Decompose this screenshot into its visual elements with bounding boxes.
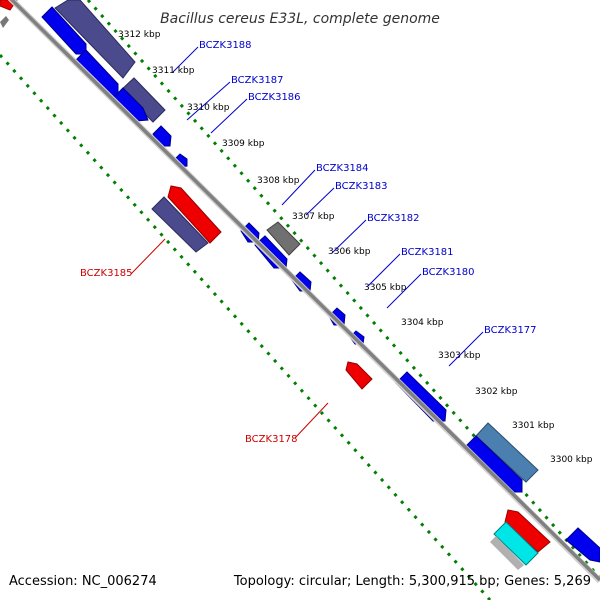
gene-feature[interactable]	[490, 536, 524, 570]
gene-label-bczk3188[interactable]: BCZK3188	[199, 40, 252, 51]
gene-feature[interactable]	[0, 16, 9, 28]
kbp-tick-label: 3308 kbp	[257, 176, 300, 186]
kbp-tick-label: 3309 kbp	[222, 139, 265, 149]
gene-feature[interactable]	[291, 271, 312, 292]
gene-label-bczk3181[interactable]: BCZK3181	[401, 247, 454, 258]
gene-feature[interactable]	[395, 371, 447, 422]
gene-callout-line	[448, 331, 484, 367]
genome-backbone	[9, 0, 600, 582]
gene-label-bczk3184[interactable]: BCZK3184	[316, 163, 369, 174]
gene-callout-line	[366, 253, 401, 288]
kbp-tick-label: 3304 kbp	[401, 318, 444, 328]
gene-feature[interactable]	[151, 196, 209, 253]
map-title: Bacillus cereus E33L, complete genome	[160, 11, 440, 27]
gene-label-bczk3180[interactable]: BCZK3180	[422, 267, 475, 278]
gene-label-bczk3177[interactable]: BCZK3177	[484, 325, 537, 336]
gene-label-bczk3186[interactable]: BCZK3186	[248, 92, 301, 103]
gene-label-bczk3178[interactable]: BCZK3178	[245, 434, 298, 445]
gene-feature[interactable]	[266, 221, 301, 256]
gene-feature[interactable]	[475, 422, 539, 483]
gene-callout-line	[386, 273, 422, 309]
gene-label-bczk3187[interactable]: BCZK3187	[231, 75, 284, 86]
kbp-tick-label: 3302 kbp	[475, 387, 518, 397]
gene-callout-line	[186, 81, 231, 121]
topology-text: Topology: circular; Length: 5,300,915 bp…	[233, 574, 591, 589]
gene-callout-line	[305, 187, 335, 216]
gene-label-bczk3183[interactable]: BCZK3183	[335, 181, 388, 192]
kbp-tick-label: 3301 kbp	[512, 421, 555, 431]
gene-feature[interactable]	[565, 527, 600, 563]
gene-feature[interactable]	[41, 6, 87, 55]
kbp-tick-label: 3312 kbp	[118, 30, 161, 40]
gene-callout-line	[331, 219, 367, 254]
kbp-tick-label: 3306 kbp	[328, 247, 371, 257]
kbp-tick-label: 3307 kbp	[292, 212, 335, 222]
gene-label-bczk3185[interactable]: BCZK3185	[80, 268, 133, 279]
gene-feature[interactable]	[54, 0, 136, 79]
gene-callout-line	[210, 98, 248, 134]
gene-feature[interactable]	[167, 185, 222, 244]
gene-callout-line	[130, 238, 166, 275]
kbp-tick-label: 3310 kbp	[187, 103, 230, 113]
gene-callout-line	[172, 46, 199, 73]
gene-callout-line	[294, 402, 329, 439]
gene-feature[interactable]	[493, 521, 539, 566]
gene-label-bczk3182[interactable]: BCZK3182	[367, 213, 420, 224]
gene-callout-line	[281, 169, 316, 206]
accession-text: Accession: NC_006274	[9, 574, 157, 589]
kbp-tick-label: 3305 kbp	[364, 283, 407, 293]
gene-feature[interactable]	[345, 361, 373, 390]
gc-track-outer	[86, 0, 600, 579]
kbp-tick-label: 3300 kbp	[550, 455, 593, 465]
gc-track-inner	[0, 53, 492, 600]
